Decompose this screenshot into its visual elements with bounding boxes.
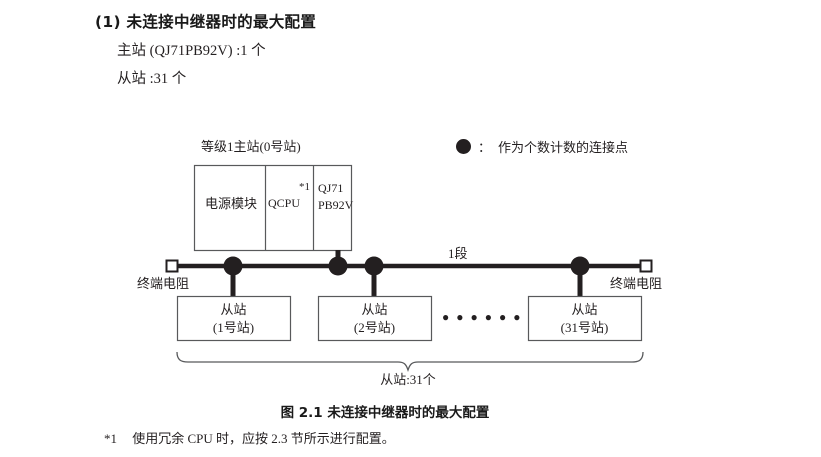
terminator-right-label: 终端电阻 <box>610 276 663 291</box>
slave-1-line1: 从站 <box>220 302 247 317</box>
footnote: *1 使用冗余 CPU 时，应按 2.3 节所示进行配置。 <box>104 428 395 447</box>
figure-caption: 图 2.1 未连接中继器时的最大配置 <box>280 405 490 421</box>
slave-box-2-label: 从站 (2号站) <box>318 301 431 336</box>
terminator-left-icon <box>165 259 179 273</box>
slave-2-line2: (2号站) <box>353 319 396 335</box>
module-label-qcpu: QCPU <box>268 196 301 210</box>
slave-group-brace-label: 从站:31个 <box>380 372 436 387</box>
master-count-line: 主站 (QJ71PB92V) :1 个 <box>117 43 266 59</box>
master-module-rack <box>193 164 353 252</box>
connection-dot-slave-2 <box>364 256 384 276</box>
module-label-qj71-line2: PB92V <box>318 198 354 212</box>
page-title: (1) 未连接中继器时的最大配置 <box>95 13 317 31</box>
segment-label: 1段 <box>448 246 468 261</box>
legend-separator: ： <box>478 140 492 155</box>
legend: ： 作为个数计数的连接点 <box>456 137 628 156</box>
slave-box-31 <box>527 295 643 342</box>
slave-count-line: 从站 :31 个 <box>117 71 187 87</box>
slave-ellipsis: ● ● ● ● ● ● <box>442 310 523 324</box>
slave-box-2 <box>317 295 433 342</box>
footnote-mark: *1 <box>104 431 117 446</box>
footnote-text: 使用冗余 CPU 时，应按 2.3 节所示进行配置。 <box>132 431 395 446</box>
slave-box-1 <box>176 295 292 342</box>
terminator-right-icon <box>639 259 653 273</box>
section-heading: (1) 未连接中继器时的最大配置 主站 (QJ71PB92V) :1 个 从站 … <box>95 10 695 88</box>
module-label-power-supply: 电源模块 <box>205 196 258 211</box>
slave-2-line1: 从站 <box>361 302 388 317</box>
connection-point-dot-icon <box>456 139 471 154</box>
master-station-caption: 等级1主站(0号站) <box>201 139 301 154</box>
slave-1-line2: (1号站) <box>212 319 255 335</box>
slave-box-31-label: 从站 (31号站) <box>528 301 641 336</box>
connection-dot-slave-31 <box>570 256 590 276</box>
slave-group-brace <box>176 351 644 373</box>
slave-box-1-label: 从站 (1号站) <box>177 301 290 336</box>
module-note-qcpu: *1 <box>299 181 310 193</box>
terminator-left-label: 终端电阻 <box>137 276 190 291</box>
module-label-qj71-line1: QJ71 <box>318 181 344 195</box>
legend-label: 作为个数计数的连接点 <box>498 140 629 155</box>
connection-dot-slave-1 <box>223 256 243 276</box>
slave-31-line1: 从站 <box>571 302 598 317</box>
slave-31-line2: (31号站) <box>560 319 609 335</box>
connection-dot-master <box>328 256 348 276</box>
